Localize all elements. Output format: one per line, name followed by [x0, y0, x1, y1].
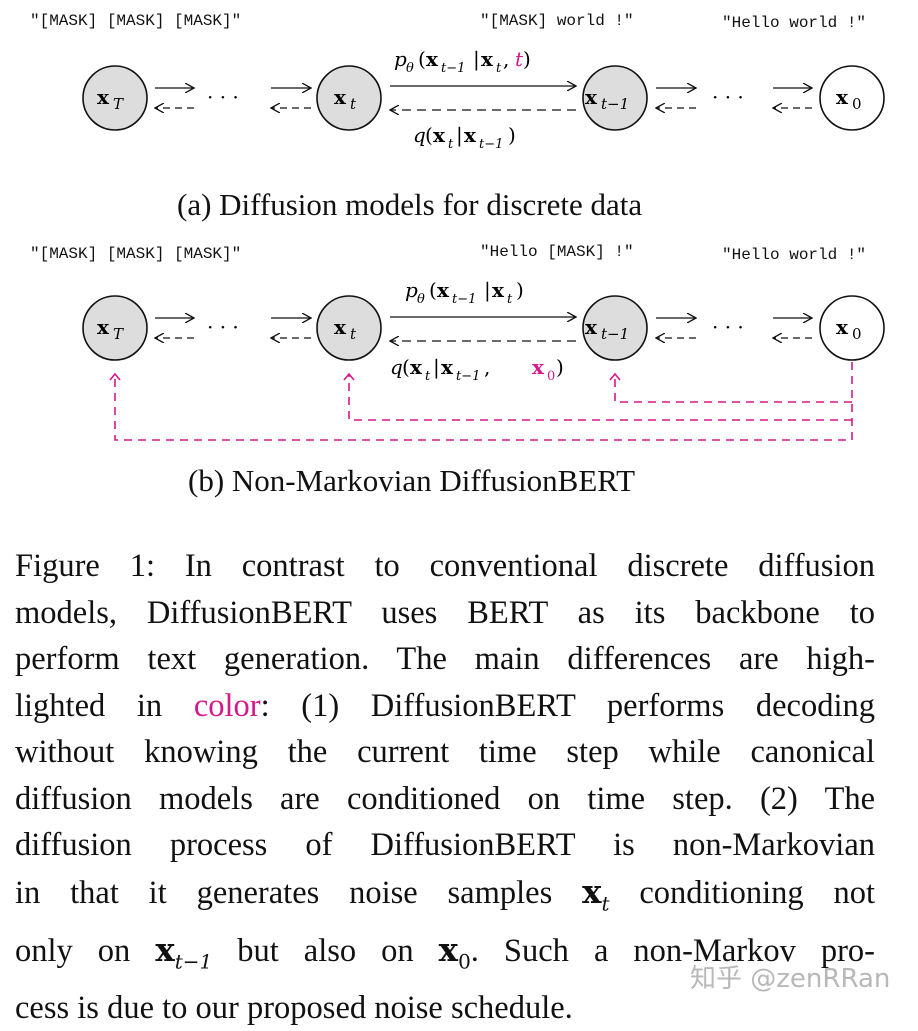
svg-text:x: x	[481, 47, 494, 71]
b-node-xt1-label: x	[585, 315, 598, 339]
link-x0-to-xt1	[615, 374, 852, 402]
panel-b: x T x t x t−1 x 0 · · · · · · p θ ( x t−…	[83, 278, 884, 440]
b-node-xt-sub: t	[350, 325, 357, 343]
b-backward-label: q ( x t | x t−1 , x 0 )	[390, 355, 564, 384]
b-node-xt1-sub: t−1	[601, 325, 629, 343]
a-dots-2: · · ·	[712, 85, 744, 109]
b-node-xt	[317, 296, 381, 360]
diagram-svg: x T x t x t−1 x 0 · · · · · · p θ ( x t−…	[0, 0, 918, 520]
svg-text:q: q	[413, 123, 426, 147]
a-dots-1: · · ·	[207, 85, 239, 109]
svg-text:θ: θ	[406, 61, 414, 76]
svg-text:0: 0	[547, 369, 555, 384]
svg-text:(: (	[402, 355, 410, 379]
a-node-x0-sub: 0	[852, 95, 862, 113]
svg-text:(: (	[425, 123, 433, 147]
caption-b: (b) Non-Markovian DiffusionBERT	[188, 463, 635, 499]
svg-text:t: t	[448, 137, 454, 152]
svg-text:): )	[556, 355, 564, 379]
svg-text:|: |	[473, 47, 480, 72]
svg-text:): )	[508, 123, 516, 147]
a-node-xt-sub: t	[350, 95, 357, 113]
caption-line-5: without knowing the current time step wh…	[15, 729, 875, 776]
caption-line-8: in that it generates noise samples xt co…	[15, 869, 875, 927]
svg-text:q: q	[390, 355, 403, 379]
b-forward-label: p θ ( x t−1 | x t )	[405, 278, 524, 307]
svg-text:t: t	[507, 292, 513, 307]
caption-line-7: diffusion process of DiffusionBERT is no…	[15, 822, 875, 869]
a-node-xT-label: x	[97, 85, 110, 109]
svg-text:x: x	[433, 123, 446, 147]
svg-text:t: t	[496, 61, 502, 76]
svg-text:t: t	[425, 369, 431, 384]
watermark: 知乎 @zenRRan	[690, 958, 890, 995]
caption-line-6: diffusion models are conditioned on time…	[15, 776, 875, 823]
a-node-xt1-sub: t−1	[601, 95, 629, 113]
b-node-xT-sub: T	[113, 325, 124, 343]
caption-line-4: lighted in color: (1) DiffusionBERT perf…	[15, 683, 875, 730]
svg-text:(: (	[429, 278, 437, 302]
svg-text:(: (	[418, 47, 426, 71]
svg-text:,: ,	[503, 47, 509, 71]
a-node-xT-sub: T	[113, 95, 124, 113]
b-node-x0-sub: 0	[852, 325, 862, 343]
svg-text:t−1: t−1	[441, 61, 465, 76]
b-highlight-x0: x	[532, 355, 545, 379]
svg-text:): )	[516, 278, 524, 302]
svg-text:x: x	[426, 47, 439, 71]
a-node-xt1-label: x	[585, 85, 598, 109]
svg-text:|: |	[433, 355, 440, 380]
svg-text:|: |	[484, 278, 491, 303]
svg-text:): )	[523, 47, 531, 71]
caption-line-3: perform text generation. The main differ…	[15, 636, 875, 683]
caption-line-2: models, DiffusionBERT uses BERT as its b…	[15, 590, 875, 637]
svg-text:|: |	[456, 123, 463, 148]
a-node-x0-label: x	[836, 85, 849, 109]
svg-text:x: x	[492, 278, 505, 302]
b-node-xt-label: x	[334, 315, 347, 339]
svg-text:x: x	[464, 123, 477, 147]
b-dots-2: · · ·	[712, 315, 744, 339]
svg-text:x: x	[410, 355, 423, 379]
a-backward-label: q ( x t | x t−1 )	[413, 123, 516, 152]
caption-line-1: Figure 1: In contrast to conventional di…	[15, 543, 875, 590]
svg-text:θ: θ	[417, 292, 425, 307]
a-node-xt	[317, 66, 381, 130]
svg-text:t−1: t−1	[452, 292, 476, 307]
svg-text:t−1: t−1	[479, 137, 503, 152]
caption-a: (a) Diffusion models for discrete data	[177, 187, 642, 223]
svg-text:x: x	[437, 278, 450, 302]
b-dots-1: · · ·	[207, 315, 239, 339]
panel-a: x T x t x t−1 x 0 · · · · · · p θ ( x t−…	[83, 47, 884, 152]
svg-text:,: ,	[484, 355, 490, 379]
b-node-xT-label: x	[97, 315, 110, 339]
svg-text:x: x	[441, 355, 454, 379]
b-node-x0-label: x	[836, 315, 849, 339]
a-node-xt-label: x	[334, 85, 347, 109]
a-forward-label: p θ ( x t−1 | x t , t )	[394, 47, 531, 76]
svg-text:t−1: t−1	[456, 369, 480, 384]
caption-highlight-color: color	[194, 688, 261, 724]
